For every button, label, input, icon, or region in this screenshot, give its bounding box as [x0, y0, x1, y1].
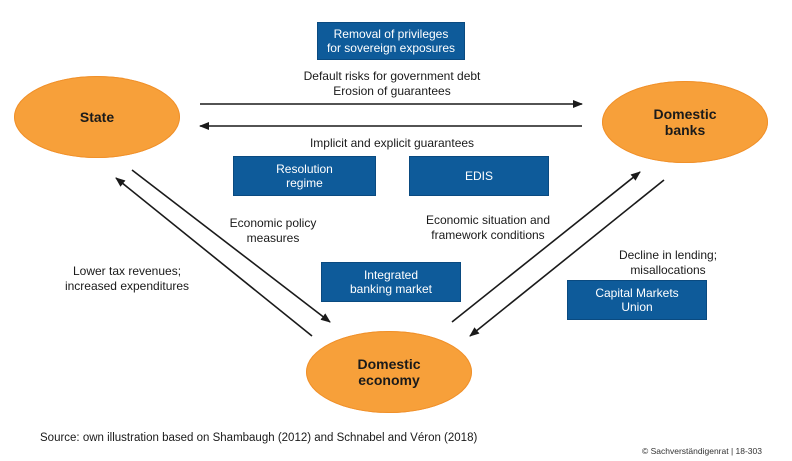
label-default-risks: Default risks for government debt Erosio…: [303, 69, 481, 98]
label-economic-situation: Economic situation and framework conditi…: [425, 213, 551, 242]
box-edis: EDIS: [409, 156, 549, 196]
box-resolution-regime: Resolution regime: [233, 156, 376, 196]
label-lower-tax: Lower tax revenues; increased expenditur…: [64, 264, 190, 293]
node-state: State: [14, 76, 180, 158]
label-decline-lending: Decline in lending; misallocations: [618, 248, 718, 277]
arrow-economy-to-banks: [451, 171, 641, 323]
arrow-economy-to-state: [115, 177, 313, 337]
node-domestic-economy: Domestic economy: [306, 331, 472, 413]
node-domestic-banks: Domestic banks: [602, 81, 768, 163]
box-capital-markets-union: Capital Markets Union: [567, 280, 707, 320]
arrow-banks-to-economy: [469, 179, 665, 337]
arrow-state-to-economy: [131, 169, 331, 323]
label-guarantees: Implicit and explicit guarantees: [309, 136, 475, 150]
box-integrated-banking-market: Integrated banking market: [321, 262, 461, 302]
source-note: Source: own illustration based on Shamba…: [40, 432, 478, 444]
copyright-note: © Sachverständigenrat | 18-303: [642, 446, 762, 456]
box-removal-of-privileges: Removal of privileges for sovereign expo…: [317, 22, 465, 60]
label-economic-policy: Economic policy measures: [229, 216, 317, 245]
